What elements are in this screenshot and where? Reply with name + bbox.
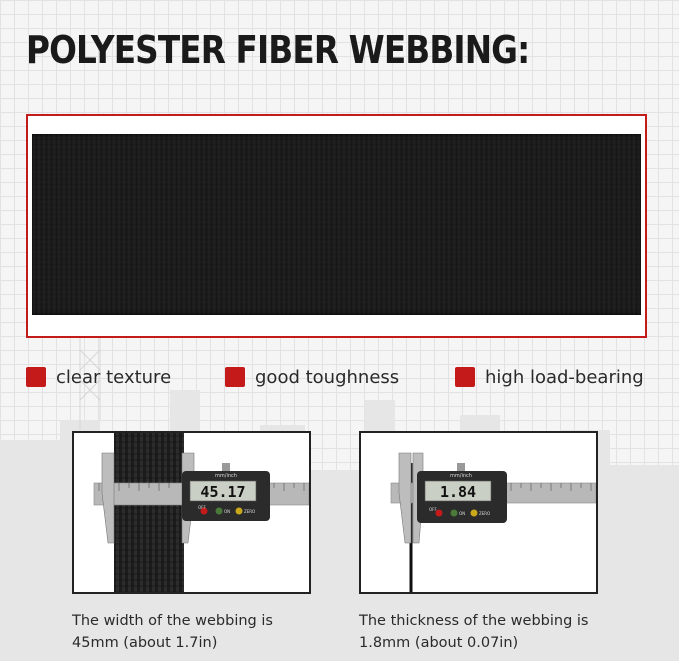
page-title: POLYESTER FIBER WEBBING: (26, 28, 530, 72)
off-button-icon (200, 507, 208, 515)
caliper-thickness-illustration: 1.84 mm/inch OFF ON ZERO (361, 433, 596, 592)
width-caption: The width of the webbing is 45mm (about … (72, 610, 273, 654)
width-measurement-photo: 45.17 mm/inch OFF ON ZERO (72, 431, 311, 594)
red-square-icon (225, 367, 245, 387)
feature-clear-texture: clear texture (26, 364, 171, 390)
feature-good-toughness: good toughness (225, 364, 399, 390)
caliper-display-value: 45.17 (200, 483, 245, 501)
feature-label: good toughness (255, 366, 400, 388)
feature-label: high load-bearing (485, 366, 644, 388)
on-label: ON (224, 509, 230, 514)
thickness-caption-line2: 1.8mm (about 0.07in) (359, 635, 519, 651)
off-label: OFF (429, 507, 437, 512)
width-caption-line2: 45mm (about 1.7in) (72, 635, 218, 651)
on-button-icon (450, 509, 458, 517)
on-button-icon (215, 507, 223, 515)
red-square-icon (26, 367, 46, 387)
red-square-icon (455, 367, 475, 387)
thickness-caption: The thickness of the webbing is 1.8mm (a… (359, 610, 588, 654)
webbing-closeup-frame (26, 114, 647, 338)
webbing-texture-image (32, 134, 641, 315)
caliper-unit-label: mm/inch (450, 473, 472, 479)
off-label: OFF (198, 505, 206, 510)
caliper-width-illustration: 45.17 mm/inch OFF ON ZERO (74, 433, 309, 592)
width-caption-line1: The width of the webbing is (72, 613, 273, 629)
thumb-screw-icon (457, 463, 465, 471)
caliper-display-value: 1.84 (440, 483, 476, 501)
caliper-unit-label: mm/inch (215, 473, 237, 479)
thickness-measurement-photo: 1.84 mm/inch OFF ON ZERO (359, 431, 598, 594)
thumb-screw-icon (222, 463, 230, 471)
off-button-icon (435, 509, 443, 517)
on-label: ON (459, 511, 465, 516)
zero-label: ZERO (479, 511, 490, 516)
zero-button-icon (470, 509, 478, 517)
zero-button-icon (235, 507, 243, 515)
feature-high-load-bearing: high load-bearing (455, 364, 644, 390)
zero-label: ZERO (244, 509, 255, 514)
feature-label: clear texture (56, 366, 172, 388)
thickness-caption-line1: The thickness of the webbing is (359, 613, 589, 629)
